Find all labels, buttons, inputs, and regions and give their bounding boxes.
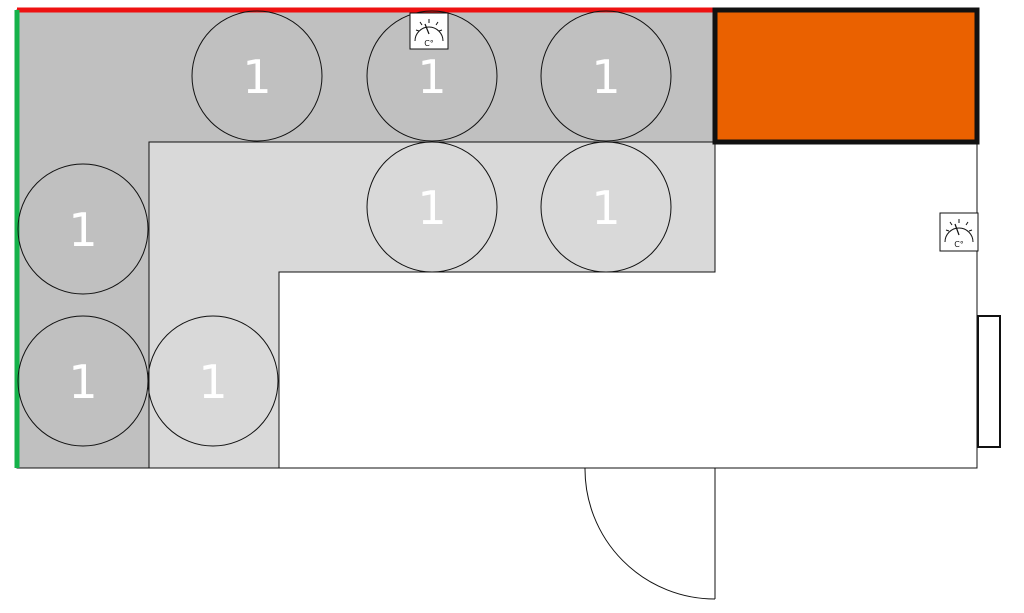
storage-unit[interactable]: 1 — [17, 315, 149, 447]
storage-unit-label: 1 — [68, 355, 97, 409]
thermometer-icon[interactable]: C° — [409, 12, 449, 50]
storage-unit[interactable]: 1 — [17, 163, 149, 295]
storage-unit-label: 1 — [242, 50, 271, 104]
storage-unit[interactable]: 1 — [540, 10, 672, 142]
storage-units: 1 1 1 1 1 1 1 — [17, 10, 672, 447]
radiator-icon — [977, 315, 1001, 448]
storage-unit-label: 1 — [417, 50, 446, 104]
storage-unit[interactable]: 1 — [147, 315, 279, 447]
thermometer-unit: C° — [954, 240, 964, 249]
door-icon[interactable] — [584, 467, 716, 600]
storage-unit[interactable]: 1 — [366, 10, 498, 142]
storage-unit[interactable]: 1 — [366, 141, 498, 273]
thermometer-unit: C° — [424, 39, 434, 48]
storage-unit-label: 1 — [591, 50, 620, 104]
storage-unit[interactable]: 1 — [540, 141, 672, 273]
storage-unit[interactable]: 1 — [191, 10, 323, 142]
storage-unit-label: 1 — [417, 181, 446, 235]
storage-unit-label: 1 — [591, 181, 620, 235]
storage-unit-label: 1 — [68, 203, 97, 257]
equipment-block[interactable] — [712, 7, 980, 145]
thermometer-icon[interactable]: C° — [939, 212, 979, 252]
storage-unit-label: 1 — [198, 355, 227, 409]
